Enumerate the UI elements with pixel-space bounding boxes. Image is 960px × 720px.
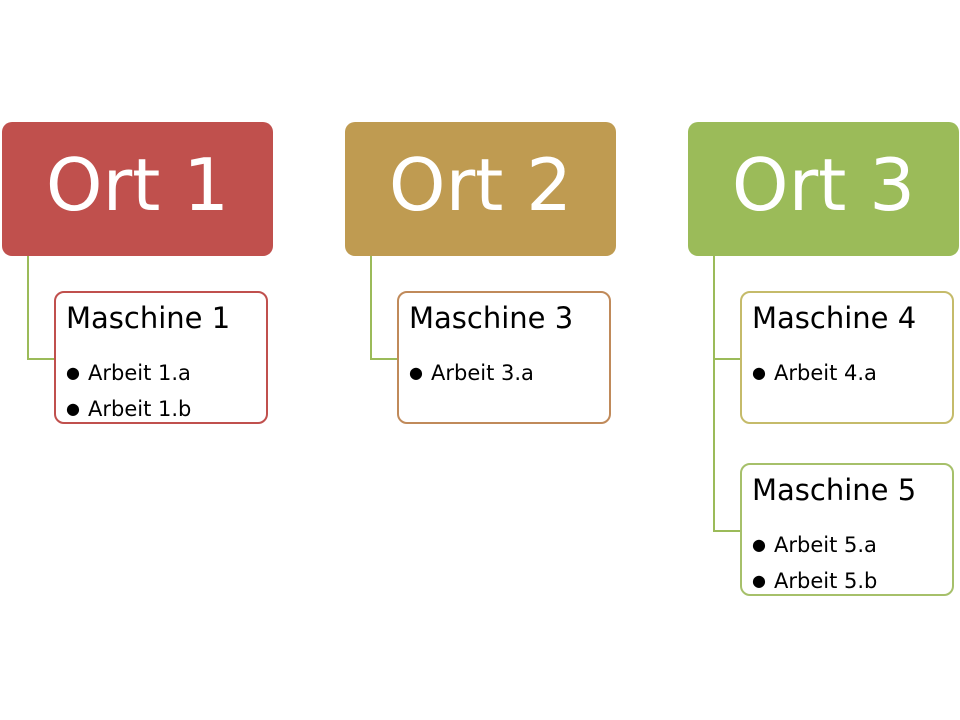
task-item: ● Arbeit 1.a <box>66 355 191 391</box>
bullet-icon: ● <box>66 363 80 382</box>
connector-ort2-vertical <box>370 256 372 360</box>
task-item: ● Arbeit 3.a <box>409 355 534 391</box>
location-title: Ort 2 <box>388 143 573 227</box>
task-list: ● Arbeit 1.a ● Arbeit 1.b <box>66 355 191 427</box>
task-list: ● Arbeit 5.a ● Arbeit 5.b <box>752 527 877 599</box>
task-item: ● Arbeit 5.a <box>752 527 877 563</box>
machine-title: Maschine 1 <box>66 301 231 335</box>
task-label: Arbeit 1.a <box>88 361 191 385</box>
location-title: Ort 3 <box>731 143 916 227</box>
connector-ort3-vertical <box>713 256 715 532</box>
connector-ort1-horizontal <box>27 358 56 360</box>
task-item: ● Arbeit 5.b <box>752 563 877 599</box>
bullet-icon: ● <box>752 571 766 590</box>
connector-ort1-vertical <box>27 256 29 360</box>
machine-box-maschine-4: Maschine 4 ● Arbeit 4.a <box>740 291 954 424</box>
location-header-ort-2: Ort 2 <box>345 122 616 256</box>
bullet-icon: ● <box>752 535 766 554</box>
task-item: ● Arbeit 1.b <box>66 391 191 427</box>
task-list: ● Arbeit 4.a <box>752 355 877 391</box>
location-title: Ort 1 <box>45 143 230 227</box>
machine-title: Maschine 3 <box>409 301 574 335</box>
bullet-icon: ● <box>409 363 423 382</box>
bullet-icon: ● <box>752 363 766 382</box>
task-list: ● Arbeit 3.a <box>409 355 534 391</box>
location-header-ort-3: Ort 3 <box>688 122 959 256</box>
machine-title: Maschine 5 <box>752 473 917 507</box>
task-label: Arbeit 4.a <box>774 361 877 385</box>
task-label: Arbeit 3.a <box>431 361 534 385</box>
bullet-icon: ● <box>66 399 80 418</box>
machine-box-maschine-1: Maschine 1 ● Arbeit 1.a ● Arbeit 1.b <box>54 291 268 424</box>
task-item: ● Arbeit 4.a <box>752 355 877 391</box>
connector-ort3-horizontal-m5 <box>713 530 742 532</box>
machine-box-maschine-3: Maschine 3 ● Arbeit 3.a <box>397 291 611 424</box>
task-label: Arbeit 1.b <box>88 397 192 421</box>
connector-ort2-horizontal <box>370 358 399 360</box>
task-label: Arbeit 5.b <box>774 569 878 593</box>
machine-box-maschine-5: Maschine 5 ● Arbeit 5.a ● Arbeit 5.b <box>740 463 954 596</box>
machine-title: Maschine 4 <box>752 301 917 335</box>
task-label: Arbeit 5.a <box>774 533 877 557</box>
connector-ort3-horizontal-m4 <box>713 358 742 360</box>
location-header-ort-1: Ort 1 <box>2 122 273 256</box>
